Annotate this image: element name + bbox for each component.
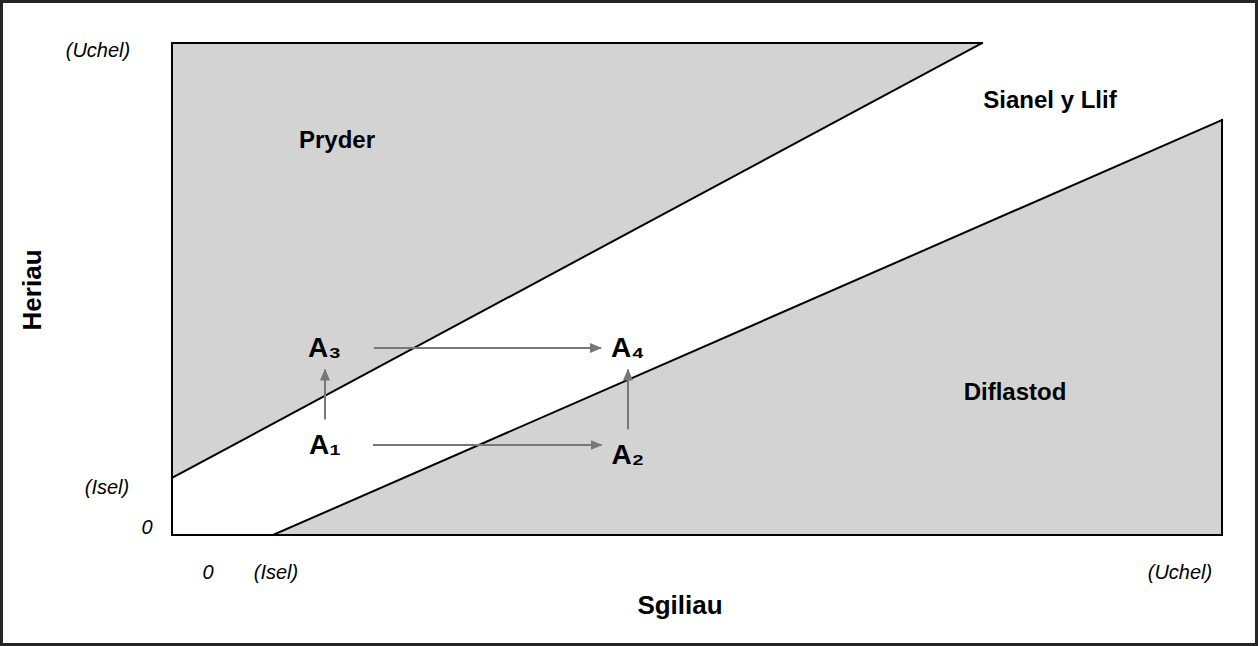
channel-upper-line [172, 43, 982, 478]
region-shape [172, 43, 1222, 535]
state-point: A₁ [307, 428, 343, 463]
state-point-label: A₁ [309, 430, 341, 461]
frame-line [1221, 120, 1223, 535]
region-label: Diflastod [964, 378, 1067, 406]
region-fill [273, 120, 1222, 535]
axis-tick-label: (Isel) [85, 476, 129, 499]
axis-tick-label: 0 [141, 516, 152, 539]
frame-line [172, 534, 1222, 536]
axis-title: Sgiliau [637, 591, 722, 621]
axis-tick-label: (Uchel) [66, 39, 130, 62]
state-point: A₃ [306, 331, 344, 366]
region-band: DiflastodA₂ [172, 43, 1222, 535]
state-point-label: A₃ [308, 333, 341, 364]
transition-arrow [373, 444, 602, 446]
frame-line [171, 43, 173, 535]
axis-tick-label: (Isel) [254, 561, 298, 584]
transition-arrow [324, 370, 326, 420]
region-label: Pryder [299, 126, 375, 154]
state-point-label: A₂ [612, 440, 645, 471]
axis-title: Heriau [17, 250, 47, 331]
axis-tick-label: 0 [202, 561, 213, 584]
state-point: A₂ [610, 438, 647, 473]
transition-arrow [374, 347, 601, 349]
frame-line [172, 42, 982, 44]
region-label: Sianel y Llif [983, 86, 1116, 114]
state-point: A₄ [609, 331, 647, 366]
region-fill [172, 43, 1222, 535]
axis-tick-label: (Uchel) [1148, 561, 1212, 584]
channel-lower-line [273, 120, 1222, 535]
state-point-label: A₄ [611, 333, 645, 364]
transition-arrow [627, 370, 629, 430]
